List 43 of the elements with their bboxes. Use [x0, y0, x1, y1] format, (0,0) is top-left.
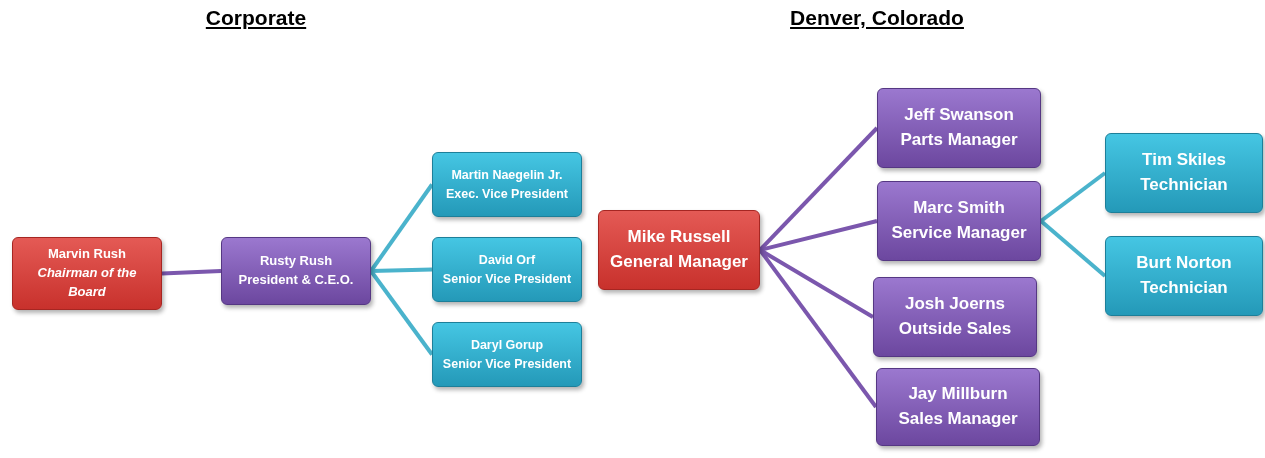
person-name: Burt Norton — [1136, 252, 1232, 275]
org-box — [12, 237, 162, 310]
job-title: General Manager — [610, 251, 748, 273]
connector-line — [1039, 171, 1107, 223]
job-title: Service Manager — [891, 222, 1027, 244]
org-box — [432, 237, 582, 302]
person-name: Marvin Rush — [48, 245, 126, 264]
org-box — [876, 368, 1040, 446]
org-box — [877, 88, 1041, 168]
job-title: Senior Vice President — [442, 355, 572, 373]
section-heading: Denver, Colorado — [790, 6, 964, 30]
org-box — [873, 277, 1037, 357]
job-title: Parts Manager — [900, 129, 1018, 151]
person-name: Tim Skiles — [1142, 149, 1226, 172]
connector-line — [370, 267, 433, 273]
person-name: Daryl Gorup — [470, 337, 544, 355]
person-name: Jay Millburn — [908, 383, 1008, 406]
person-name: Mike Russell — [627, 226, 731, 249]
person-name: Jeff Swanson — [904, 104, 1014, 127]
person-name: Josh Joerns — [904, 293, 1006, 316]
connector-line — [161, 269, 222, 276]
person-name: Marc Smith — [913, 197, 1005, 220]
person-name: Martin Naegelin Jr. — [451, 167, 563, 185]
org-box — [598, 210, 760, 290]
org-box — [1105, 133, 1263, 213]
job-title: Technician — [1140, 277, 1228, 299]
section-heading: Corporate — [205, 6, 307, 30]
person-name: David Orf — [478, 252, 536, 270]
job-title: President & C.E.O. — [238, 271, 354, 289]
connector-line — [369, 269, 434, 356]
person-name: Rusty Rush — [259, 252, 333, 271]
org-box — [877, 181, 1041, 261]
job-title: Chairman of the Board — [36, 264, 138, 301]
job-title: Senior Vice President — [442, 270, 572, 288]
org-box — [1105, 236, 1263, 316]
org-box — [432, 322, 582, 387]
job-title: Technician — [1140, 174, 1228, 196]
job-title: Exec. Vice President — [445, 185, 569, 203]
org-box — [432, 152, 582, 217]
job-title: Sales Manager — [898, 408, 1018, 430]
connector-line — [1039, 219, 1107, 278]
org-box — [221, 237, 371, 305]
job-title: Outside Sales — [898, 318, 1012, 340]
